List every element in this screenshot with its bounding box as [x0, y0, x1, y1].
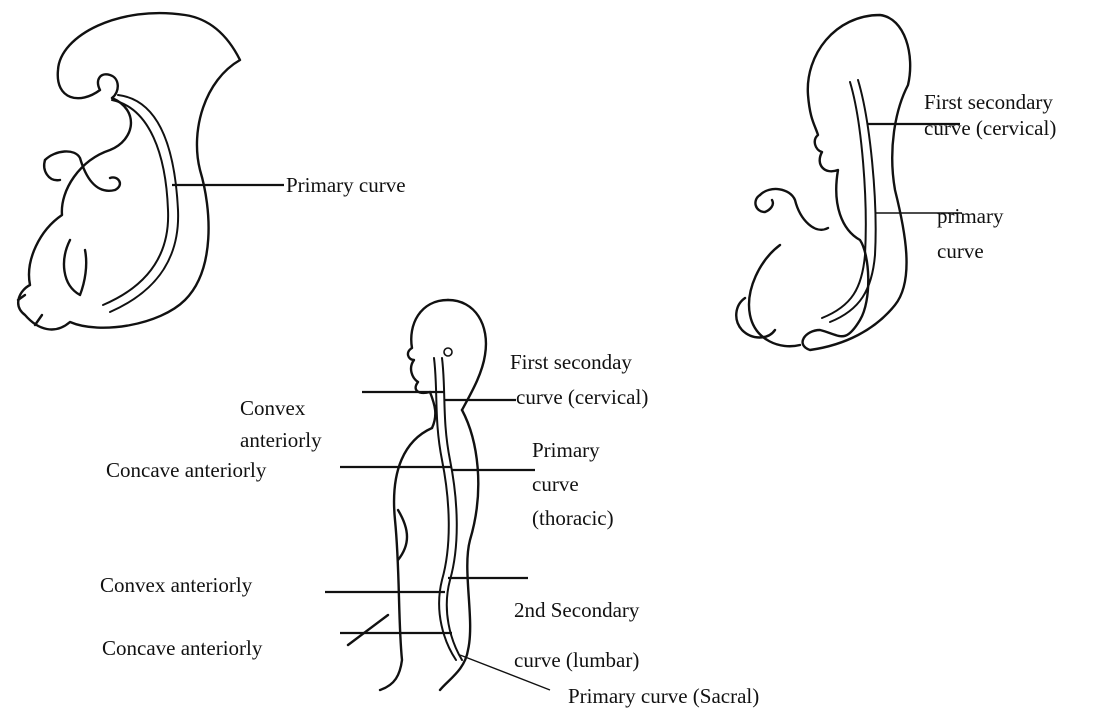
infant-figure — [736, 15, 962, 350]
convex-anteriorly-upper-label-line1: Convex — [240, 396, 305, 420]
adult-first-secondary-label-line1: First seconday — [510, 350, 632, 374]
adult-spine-outer — [442, 358, 462, 660]
fetus-spine-inner — [103, 100, 168, 305]
concave-anteriorly-lower-label: Concave anteriorly — [102, 636, 262, 660]
adult-thigh — [348, 615, 388, 645]
infant-spine-inner — [822, 82, 866, 318]
adult-second-secondary-label-line1: 2nd Secondary — [514, 598, 639, 622]
fetus-hand — [44, 160, 60, 180]
adult-first-secondary-label-line2: curve (cervical) — [516, 385, 648, 409]
convex-anteriorly-upper-label-line2: anteriorly — [240, 428, 322, 452]
adult-back — [440, 410, 478, 690]
infant-hand — [755, 195, 772, 212]
concave-anteriorly-upper-label: Concave anteriorly — [106, 458, 266, 482]
adult-primary-thoracic-label-line1: Primary — [532, 438, 600, 462]
infant-outline — [803, 15, 911, 350]
infant-primary-label-line2: curve — [937, 239, 984, 263]
adult-head-back — [448, 300, 486, 410]
convex-anteriorly-lower-label: Convex anteriorly — [100, 573, 252, 597]
adult-primary-sacral-label: Primary curve (Sacral) — [568, 684, 759, 708]
adult-primary-thoracic-label-line3: (thoracic) — [532, 506, 614, 530]
fetus-arm — [45, 151, 120, 190]
infant-primary-label-line1: primary — [937, 204, 1003, 228]
fetus-figure — [18, 13, 284, 329]
adult-abdomen — [398, 510, 407, 560]
infant-first-secondary-label-line2: curve (cervical) — [924, 116, 1056, 140]
infant-foot — [736, 298, 775, 338]
adult-primary-thoracic-label-line2: curve — [532, 472, 579, 496]
fetus-outline — [18, 13, 240, 329]
infant-first-secondary-label-line1: First secondary — [924, 90, 1053, 114]
fetus-primary-curve-label: Primary curve — [286, 173, 406, 197]
fetus-leg — [64, 240, 86, 295]
adult-ear — [444, 348, 452, 356]
adult-second-secondary-label-line2: curve (lumbar) — [514, 648, 639, 672]
